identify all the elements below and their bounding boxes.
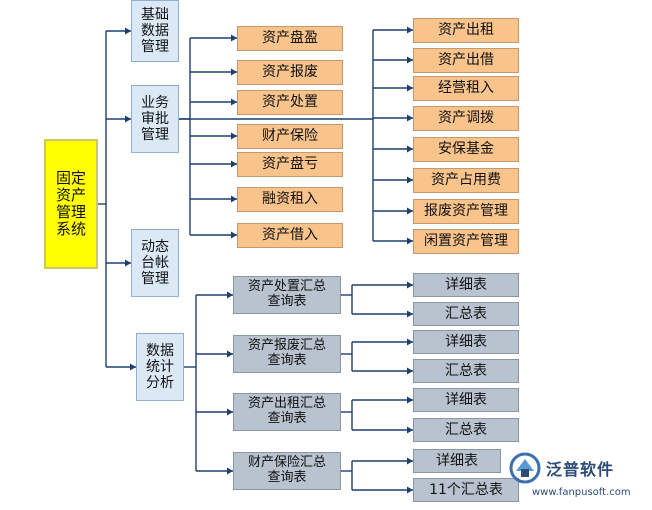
- connector-arrowhead: [407, 396, 413, 404]
- connector-arrowhead: [125, 115, 131, 123]
- connector-arrowhead: [407, 310, 413, 318]
- approval-item-asset-scrap: 资产报废: [237, 60, 343, 85]
- connector-arrowhead: [125, 27, 131, 35]
- fanpu-logo-icon: [509, 452, 541, 484]
- connector-arrowhead: [407, 145, 413, 153]
- connector-arrowhead: [227, 467, 233, 475]
- connector-arrowhead: [407, 338, 413, 346]
- connector-arrowhead: [130, 363, 136, 371]
- category-business-approval: 业务 审批 管理: [131, 85, 179, 153]
- root-node-fixed-asset-system: 固定 资产 管理 系统: [44, 139, 98, 269]
- report-scrap-summary-query: 资产报废汇总 查询表: [233, 335, 341, 373]
- report-disposal-summary-query: 资产处置汇总 查询表: [233, 276, 341, 314]
- report-output-eleven-summary-tables: 11个汇总表: [413, 478, 519, 502]
- report-output-detail-table: 详细表: [413, 388, 519, 412]
- connector-arrowhead: [227, 350, 233, 358]
- connector-arrowhead: [407, 367, 413, 375]
- report-lease-out-summary-query: 资产出租汇总 查询表: [233, 393, 341, 431]
- connector-arrowhead: [227, 291, 233, 299]
- connector-arrowhead: [407, 281, 413, 289]
- connector-arrowhead: [231, 132, 237, 140]
- approval-item-asset-transfer: 资产调拨: [413, 106, 519, 131]
- connector-arrowhead: [407, 207, 413, 215]
- connector-arrowhead: [407, 176, 413, 184]
- connector-arrowhead: [407, 56, 413, 64]
- report-output-detail-table: 详细表: [413, 330, 519, 354]
- approval-item-finance-lease-in: 融资租入: [237, 187, 343, 212]
- connector-arrowhead: [407, 114, 413, 122]
- approval-item-asset-lend-out: 资产出借: [413, 48, 519, 73]
- approval-item-property-insurance: 财产保险: [237, 124, 343, 149]
- category-statistics-analysis: 数据 统计 分析: [136, 333, 184, 401]
- connector-arrowhead: [407, 486, 413, 494]
- connector-arrowhead: [231, 34, 237, 42]
- approval-item-asset-occupancy-fee: 资产占用费: [413, 168, 519, 193]
- report-output-summary-table: 汇总表: [413, 359, 519, 383]
- approval-item-asset-borrow-in: 资产借入: [237, 223, 343, 248]
- report-insurance-summary-query: 财产保险汇总 查询表: [233, 452, 341, 490]
- approval-item-asset-surplus: 资产盘盈: [237, 26, 343, 51]
- connector-arrowhead: [227, 408, 233, 416]
- connector-arrowhead: [231, 98, 237, 106]
- approval-item-asset-disposal: 资产处置: [237, 90, 343, 115]
- report-output-summary-table: 汇总表: [413, 302, 519, 326]
- report-output-detail-table: 详细表: [413, 449, 501, 473]
- category-dynamic-ledger: 动态 台帐 管理: [131, 229, 179, 297]
- connector-arrowhead: [407, 426, 413, 434]
- connector-arrowhead: [407, 84, 413, 92]
- report-output-summary-table: 汇总表: [413, 418, 519, 442]
- category-basic-data: 基础 数据 管理: [131, 0, 179, 62]
- report-output-detail-table: 详细表: [413, 273, 519, 297]
- connector-arrowhead: [407, 26, 413, 34]
- approval-item-scrapped-asset-management: 报废资产管理: [413, 199, 519, 224]
- connector-arrowhead: [231, 68, 237, 76]
- watermark-brand: 泛普软件: [546, 460, 615, 479]
- approval-item-asset-lease-out: 资产出租: [413, 18, 519, 43]
- approval-item-asset-loss: 资产盘亏: [237, 152, 343, 177]
- approval-item-idle-asset-management: 闲置资产管理: [413, 229, 519, 254]
- connector-arrowhead: [407, 457, 413, 465]
- connector-arrowhead: [125, 259, 131, 267]
- connector-arrowhead: [231, 160, 237, 168]
- connector-arrowhead: [407, 237, 413, 245]
- watermark-url: www.fanpusoft.com: [532, 487, 631, 498]
- connector-arrowhead: [231, 231, 237, 239]
- approval-item-security-fund: 安保基金: [413, 137, 519, 162]
- connector-arrowhead: [231, 195, 237, 203]
- approval-item-operating-lease-in: 经营租入: [413, 76, 519, 101]
